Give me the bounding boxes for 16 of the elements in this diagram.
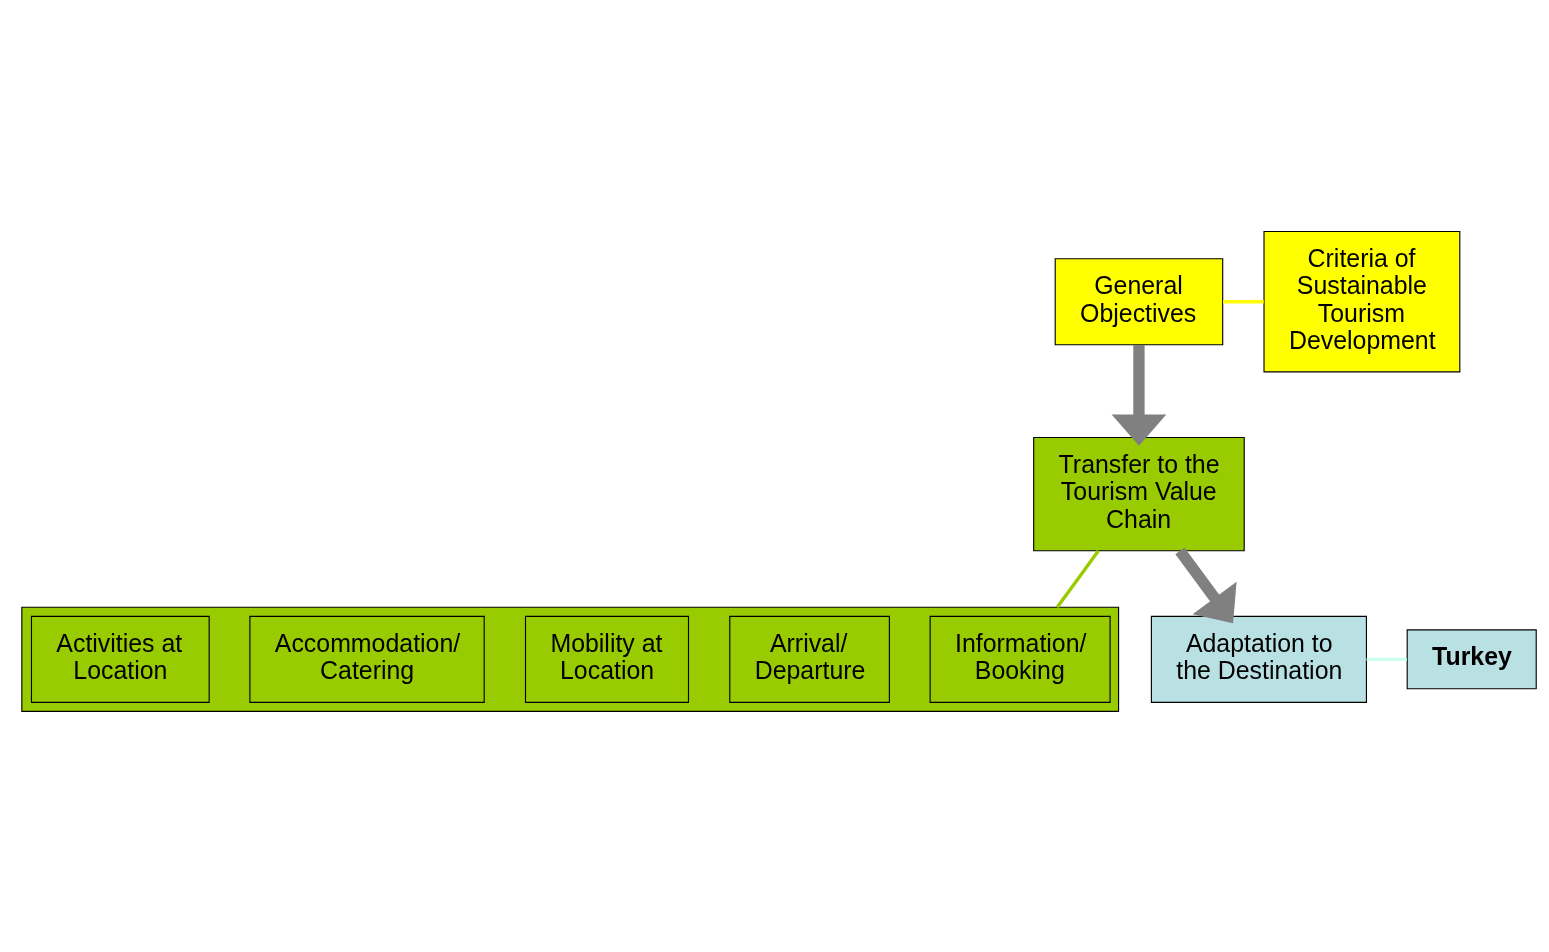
node-box: Arrival/ Departure [729,615,890,703]
node-box: Activities at Location [30,615,210,703]
node-box: Turkey [1406,629,1537,690]
node-box: Mobility at Location [524,615,690,703]
node-box: Transfer to the Tourism Value Chain [1033,436,1245,552]
cluster [21,606,1120,712]
arrow [1111,345,1167,446]
node-box: General Objectives [1054,258,1224,346]
connector [1366,657,1407,662]
node-box: Accommodation/ Catering [249,615,485,703]
arrow [1175,547,1237,624]
node-box: Criteria of Sustainable Tourism Development [1263,230,1461,373]
connector [1055,549,1100,609]
connector [1223,300,1264,304]
node-box: Adaptation to the Destination [1150,615,1367,703]
node-box: Information/ Booking [929,615,1111,703]
